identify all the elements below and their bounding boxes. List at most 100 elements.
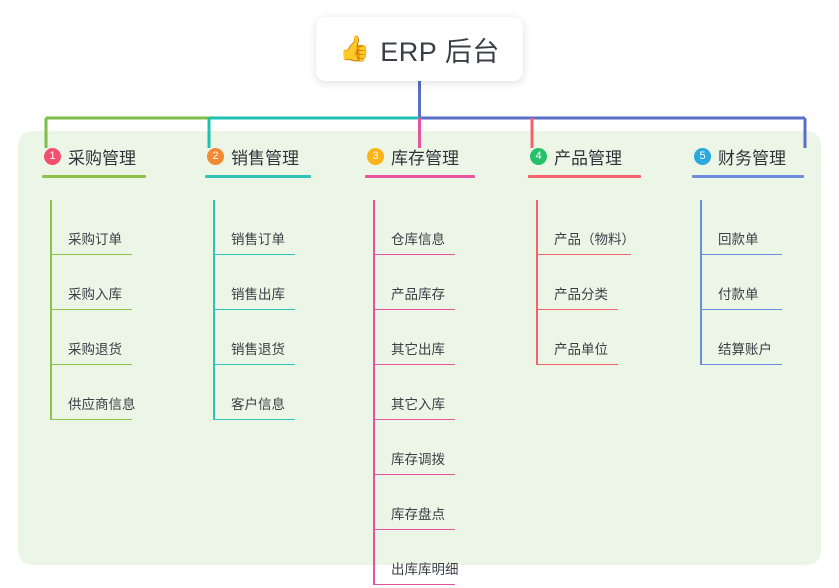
column-items-sales: 销售订单销售出库销售退货客户信息 — [205, 200, 311, 420]
list-item[interactable]: 回款单 — [692, 200, 804, 255]
column-header-finance[interactable]: 5 财务管理 — [692, 143, 804, 169]
column-badge-finance: 5 — [694, 147, 711, 165]
list-item-label: 销售出库 — [231, 287, 285, 302]
list-item[interactable]: 产品单位 — [528, 310, 641, 365]
list-item-label: 库存调拨 — [391, 452, 445, 467]
list-item[interactable]: 结算账户 — [692, 310, 804, 365]
list-item[interactable]: 产品分类 — [528, 255, 641, 310]
list-item[interactable]: 销售退货 — [205, 310, 311, 365]
column-purchase: 1 采购管理采购订单采购入库采购退货供应商信息 — [42, 143, 146, 420]
column-items-purchase: 采购订单采购入库采购退货供应商信息 — [42, 200, 146, 420]
list-item[interactable]: 库存调拨 — [365, 420, 475, 475]
list-item-label: 产品单位 — [554, 342, 608, 357]
column-underline-sales — [205, 175, 311, 178]
list-item-label: 回款单 — [718, 232, 759, 247]
list-item-label: 结算账户 — [718, 342, 772, 357]
list-item-label: 产品（物料） — [554, 232, 635, 247]
column-title-purchase: 采购管理 — [68, 148, 136, 168]
column-header-sales[interactable]: 2 销售管理 — [205, 143, 311, 169]
list-item-label: 产品分类 — [554, 287, 608, 302]
list-item-underline — [213, 253, 295, 255]
list-item-underline — [373, 418, 455, 420]
list-item-underline — [373, 473, 455, 475]
list-item-underline — [700, 253, 782, 255]
column-title-finance: 财务管理 — [718, 148, 786, 168]
column-product: 4 产品管理产品（物料） 产品分类产品单位 — [528, 143, 641, 365]
list-item-label: 其它出库 — [391, 342, 445, 357]
column-title-product: 产品管理 — [554, 148, 622, 168]
thumbs-up-icon: 👍 — [339, 34, 371, 63]
list-item-underline — [213, 363, 295, 365]
list-item-underline — [536, 253, 631, 255]
list-item-underline — [50, 418, 132, 420]
list-item-label: 销售订单 — [231, 232, 285, 247]
list-item[interactable]: 销售出库 — [205, 255, 311, 310]
list-item-underline — [213, 308, 295, 310]
column-badge-purchase: 1 — [44, 147, 61, 165]
list-item[interactable]: 销售订单 — [205, 200, 311, 255]
column-spine-product — [536, 200, 538, 365]
list-item-underline — [50, 253, 132, 255]
column-underline-purchase — [42, 175, 146, 178]
list-item[interactable]: 其它出库 — [365, 310, 475, 365]
list-item-label: 供应商信息 — [68, 397, 136, 412]
column-items-inventory: 仓库信息产品库存其它出库其它入库库存调拨库存盘点出库库明细 — [365, 200, 475, 585]
list-item[interactable]: 库存盘点 — [365, 475, 475, 530]
list-item-underline — [536, 308, 618, 310]
list-item-label: 出库库明细 — [391, 562, 459, 577]
list-item-underline — [373, 528, 455, 530]
column-sales: 2 销售管理销售订单销售出库销售退货客户信息 — [205, 143, 311, 420]
list-item[interactable]: 供应商信息 — [42, 365, 146, 420]
diagram-panel — [18, 131, 821, 565]
list-item-label: 采购订单 — [68, 232, 122, 247]
list-item[interactable]: 采购入库 — [42, 255, 146, 310]
column-underline-product — [528, 175, 641, 178]
list-item[interactable]: 采购退货 — [42, 310, 146, 365]
list-item-underline — [700, 363, 782, 365]
column-title-inventory: 库存管理 — [391, 148, 459, 168]
list-item-underline — [536, 363, 618, 365]
list-item-label: 采购退货 — [68, 342, 122, 357]
column-header-product[interactable]: 4 产品管理 — [528, 143, 641, 169]
column-underline-inventory — [365, 175, 475, 178]
list-item-label: 其它入库 — [391, 397, 445, 412]
root-title-card[interactable]: 👍 ERP 后台 — [316, 17, 523, 81]
column-inventory: 3 库存管理仓库信息产品库存其它出库其它入库库存调拨库存盘点出库库明细 — [365, 143, 475, 585]
column-header-purchase[interactable]: 1 采购管理 — [42, 143, 146, 169]
column-title-sales: 销售管理 — [231, 148, 299, 168]
list-item-underline — [213, 418, 295, 420]
column-header-inventory[interactable]: 3 库存管理 — [365, 143, 475, 169]
column-spine-sales — [213, 200, 215, 420]
list-item-underline — [373, 253, 455, 255]
list-item[interactable]: 付款单 — [692, 255, 804, 310]
list-item-label: 仓库信息 — [391, 232, 445, 247]
column-underline-finance — [692, 175, 804, 178]
list-item-label: 采购入库 — [68, 287, 122, 302]
column-finance: 5 财务管理回款单付款单结算账户 — [692, 143, 804, 365]
column-badge-product: 4 — [530, 147, 547, 165]
column-badge-inventory: 3 — [367, 147, 384, 165]
list-item-underline — [373, 308, 455, 310]
list-item-underline — [373, 583, 455, 585]
list-item[interactable]: 其它入库 — [365, 365, 475, 420]
column-badge-sales: 2 — [207, 147, 224, 165]
column-spine-inventory — [373, 200, 375, 585]
column-items-product: 产品（物料） 产品分类产品单位 — [528, 200, 641, 365]
root-title: ERP 后台 — [380, 36, 500, 67]
column-spine-purchase — [50, 200, 52, 420]
list-item[interactable]: 产品（物料） — [528, 200, 641, 255]
list-item[interactable]: 产品库存 — [365, 255, 475, 310]
list-item-underline — [50, 363, 132, 365]
list-item[interactable]: 出库库明细 — [365, 530, 475, 585]
list-item-underline — [50, 308, 132, 310]
list-item-underline — [373, 363, 455, 365]
column-items-finance: 回款单付款单结算账户 — [692, 200, 804, 365]
list-item[interactable]: 客户信息 — [205, 365, 311, 420]
list-item-underline — [700, 308, 782, 310]
list-item-label: 客户信息 — [231, 397, 285, 412]
list-item[interactable]: 采购订单 — [42, 200, 146, 255]
list-item[interactable]: 仓库信息 — [365, 200, 475, 255]
list-item-label: 销售退货 — [231, 342, 285, 357]
list-item-label: 产品库存 — [391, 287, 445, 302]
